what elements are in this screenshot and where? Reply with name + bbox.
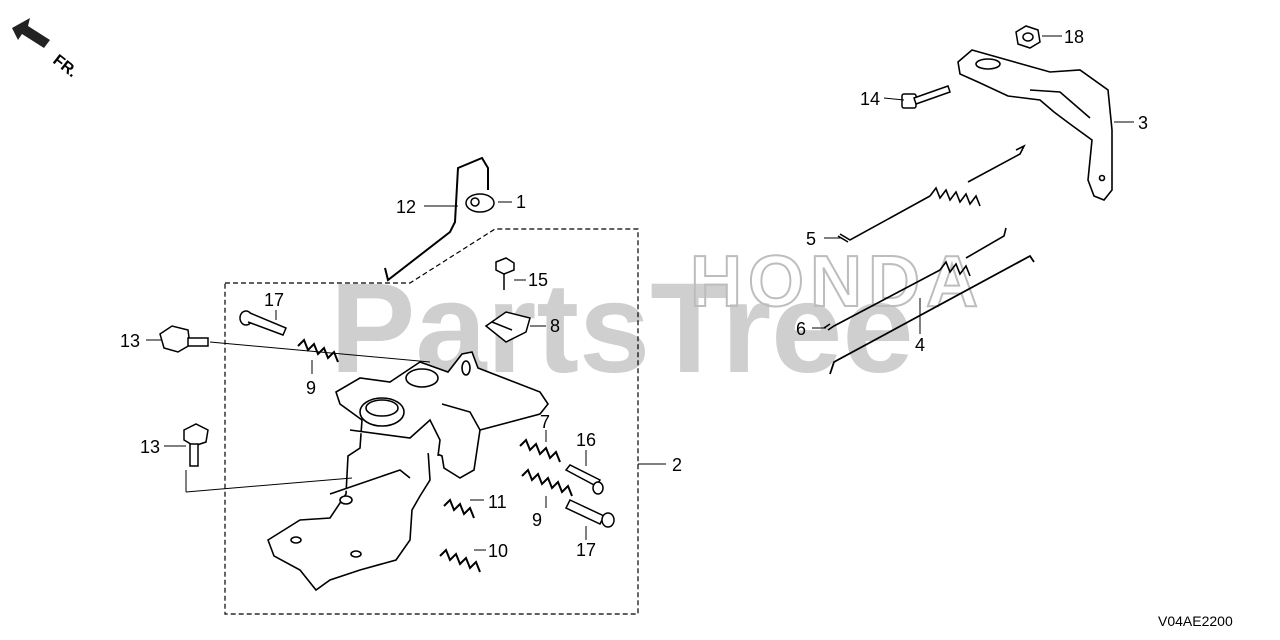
part-5-cable <box>837 144 1026 243</box>
callout-14: 14 <box>860 89 880 109</box>
front-direction-label: FR. <box>50 52 81 81</box>
callout-18: 18 <box>1064 27 1084 47</box>
part-18-nut <box>1015 25 1041 49</box>
callout-13-lower: 13 <box>140 437 160 457</box>
callout-17-upper: 17 <box>264 290 284 310</box>
part-13-bolt-upper <box>159 325 209 353</box>
callout-9-lower: 9 <box>532 510 542 530</box>
part-12-rod <box>384 156 489 282</box>
part-2-control-base <box>267 351 549 592</box>
callout-12: 12 <box>396 197 416 217</box>
part-15-bolt <box>495 257 515 290</box>
callout-10: 10 <box>488 541 508 561</box>
part-4-rod <box>829 254 1035 375</box>
part-17-bolt-lower <box>564 499 615 528</box>
part-10-spring <box>439 548 481 573</box>
diagram-code: V04AE2200 <box>1158 613 1233 629</box>
part-8-clip <box>484 311 531 343</box>
part-11-spring <box>443 498 475 519</box>
callout-9-upper: 9 <box>306 378 316 398</box>
callout-7: 7 <box>540 412 550 432</box>
part-9-spring-lower <box>521 468 573 497</box>
callout-11: 11 <box>488 492 507 512</box>
callout-3: 3 <box>1138 113 1148 133</box>
part-6-rod <box>823 227 1007 331</box>
callout-4: 4 <box>915 335 925 355</box>
watermark-honda: HONDA <box>690 242 984 322</box>
callout-17-lower: 17 <box>576 540 596 560</box>
callout-8: 8 <box>550 316 560 336</box>
callout-5: 5 <box>806 229 816 249</box>
callout-16: 16 <box>576 430 596 450</box>
callout-6: 6 <box>796 319 806 339</box>
part-3-control-lever <box>957 49 1113 201</box>
front-direction-arrow-icon <box>12 18 50 48</box>
leader-lines <box>146 35 1134 551</box>
part-9-spring-upper <box>297 338 339 363</box>
callout-15: 15 <box>528 270 548 290</box>
part-7-spring <box>519 438 561 463</box>
assembly-group-box <box>224 228 639 615</box>
callout-13-upper: 13 <box>120 331 140 351</box>
callout-1: 1 <box>516 192 526 212</box>
callout-2: 2 <box>672 455 682 475</box>
part-16-bolt <box>564 464 604 495</box>
part-14-bolt <box>901 85 951 109</box>
part-17-bolt-upper <box>239 310 287 336</box>
part-1-clip <box>465 193 495 213</box>
part-13-bolt-lower <box>183 423 209 467</box>
